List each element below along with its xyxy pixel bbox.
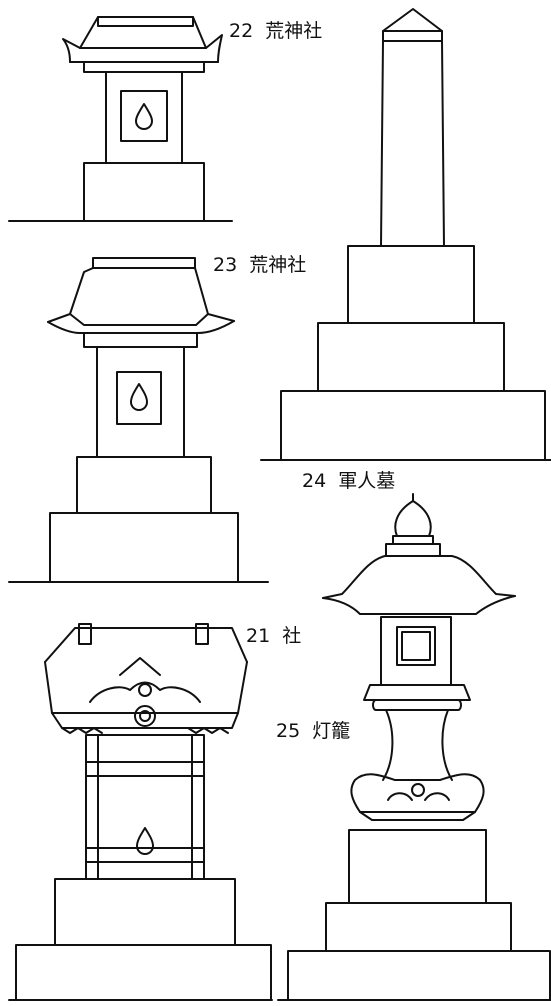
obelisk-shaft — [381, 41, 444, 246]
jewel-drop-icon — [137, 828, 153, 854]
bottom-step — [281, 391, 545, 460]
figure-21-caption: 21 社 — [246, 627, 301, 646]
figure-24-caption: 24 軍人墓 — [302, 472, 395, 491]
light-window — [397, 627, 435, 665]
light-box — [381, 617, 451, 685]
figure-25-caption: 25 灯籠 — [276, 722, 350, 741]
middle-step — [55, 879, 235, 945]
roof-cap — [93, 258, 195, 268]
stem-top-ring — [364, 685, 470, 700]
roof-bracket-right — [196, 624, 208, 644]
roof — [63, 17, 222, 62]
shrine-body — [86, 735, 204, 879]
roof-tiles — [62, 728, 102, 733]
gable-scroll — [90, 683, 200, 703]
light-window-inner — [402, 632, 430, 660]
figure-21-drawing — [9, 624, 272, 1000]
figure-24-name: 軍人墓 — [338, 470, 396, 492]
figure-24-drawing — [261, 9, 551, 460]
window-panel — [121, 91, 167, 141]
obelisk-cap — [383, 9, 442, 41]
roof-collar — [386, 544, 440, 556]
figure-25-number: 25 — [276, 720, 301, 742]
body-block — [106, 72, 182, 163]
middle-step — [318, 323, 504, 391]
roof-curve — [48, 321, 234, 333]
body-block — [97, 347, 184, 457]
plinth-block — [77, 457, 211, 513]
lantern-stem — [383, 710, 452, 780]
figure-25-name: 灯籠 — [312, 720, 351, 742]
jewel-finial — [395, 501, 430, 536]
roof-eave-inner — [70, 314, 208, 325]
finial-neck — [393, 536, 433, 544]
figure-23-number: 23 — [213, 254, 238, 276]
jewel-drop-icon — [136, 104, 152, 129]
upper-step — [349, 830, 486, 903]
lantern-roof-curve — [323, 596, 515, 614]
lotus-boss — [412, 784, 424, 796]
crest-medallion — [135, 706, 155, 726]
lotus-base — [351, 774, 483, 812]
crest-center — [140, 711, 150, 721]
base-block — [84, 163, 204, 221]
middle-step — [326, 903, 511, 951]
lotus-scroll — [388, 793, 449, 800]
roof-bracket-left — [79, 624, 91, 644]
upper-band — [86, 762, 204, 776]
figure-22-number: 22 — [229, 20, 254, 42]
figure-24-number: 24 — [302, 470, 327, 492]
lantern-roof — [323, 556, 515, 598]
lower-band — [86, 848, 204, 862]
shrine-roof-base — [52, 713, 238, 728]
figure-21-name: 社 — [282, 625, 302, 647]
shrine-roof-face — [45, 662, 247, 713]
figure-23-drawing — [9, 258, 268, 582]
figure-23-caption: 23 荒神社 — [213, 256, 306, 275]
bottom-step — [288, 951, 550, 1000]
figure-22-caption: 22 荒神社 — [229, 22, 322, 41]
lotus-rim — [360, 812, 475, 820]
base-block — [50, 513, 238, 582]
roof-tiles — [188, 728, 228, 733]
roof-base — [84, 62, 204, 72]
bottom-step — [16, 945, 271, 1000]
stem-collar — [373, 700, 461, 710]
figure-25-drawing — [278, 494, 551, 1000]
roof-top — [98, 17, 193, 26]
jewel-drop-icon — [131, 384, 147, 410]
figure-21-number: 21 — [246, 625, 271, 647]
roof-base — [84, 333, 197, 347]
figure-22-drawing — [9, 17, 232, 221]
roof — [48, 268, 234, 322]
shrine-roof-top — [45, 628, 247, 662]
gable-ornament — [120, 658, 160, 675]
upper-step — [348, 246, 474, 323]
window-panel — [117, 372, 161, 424]
figure-23-name: 荒神社 — [249, 254, 307, 276]
gable-boss — [139, 684, 151, 696]
figure-22-name: 荒神社 — [265, 20, 323, 42]
